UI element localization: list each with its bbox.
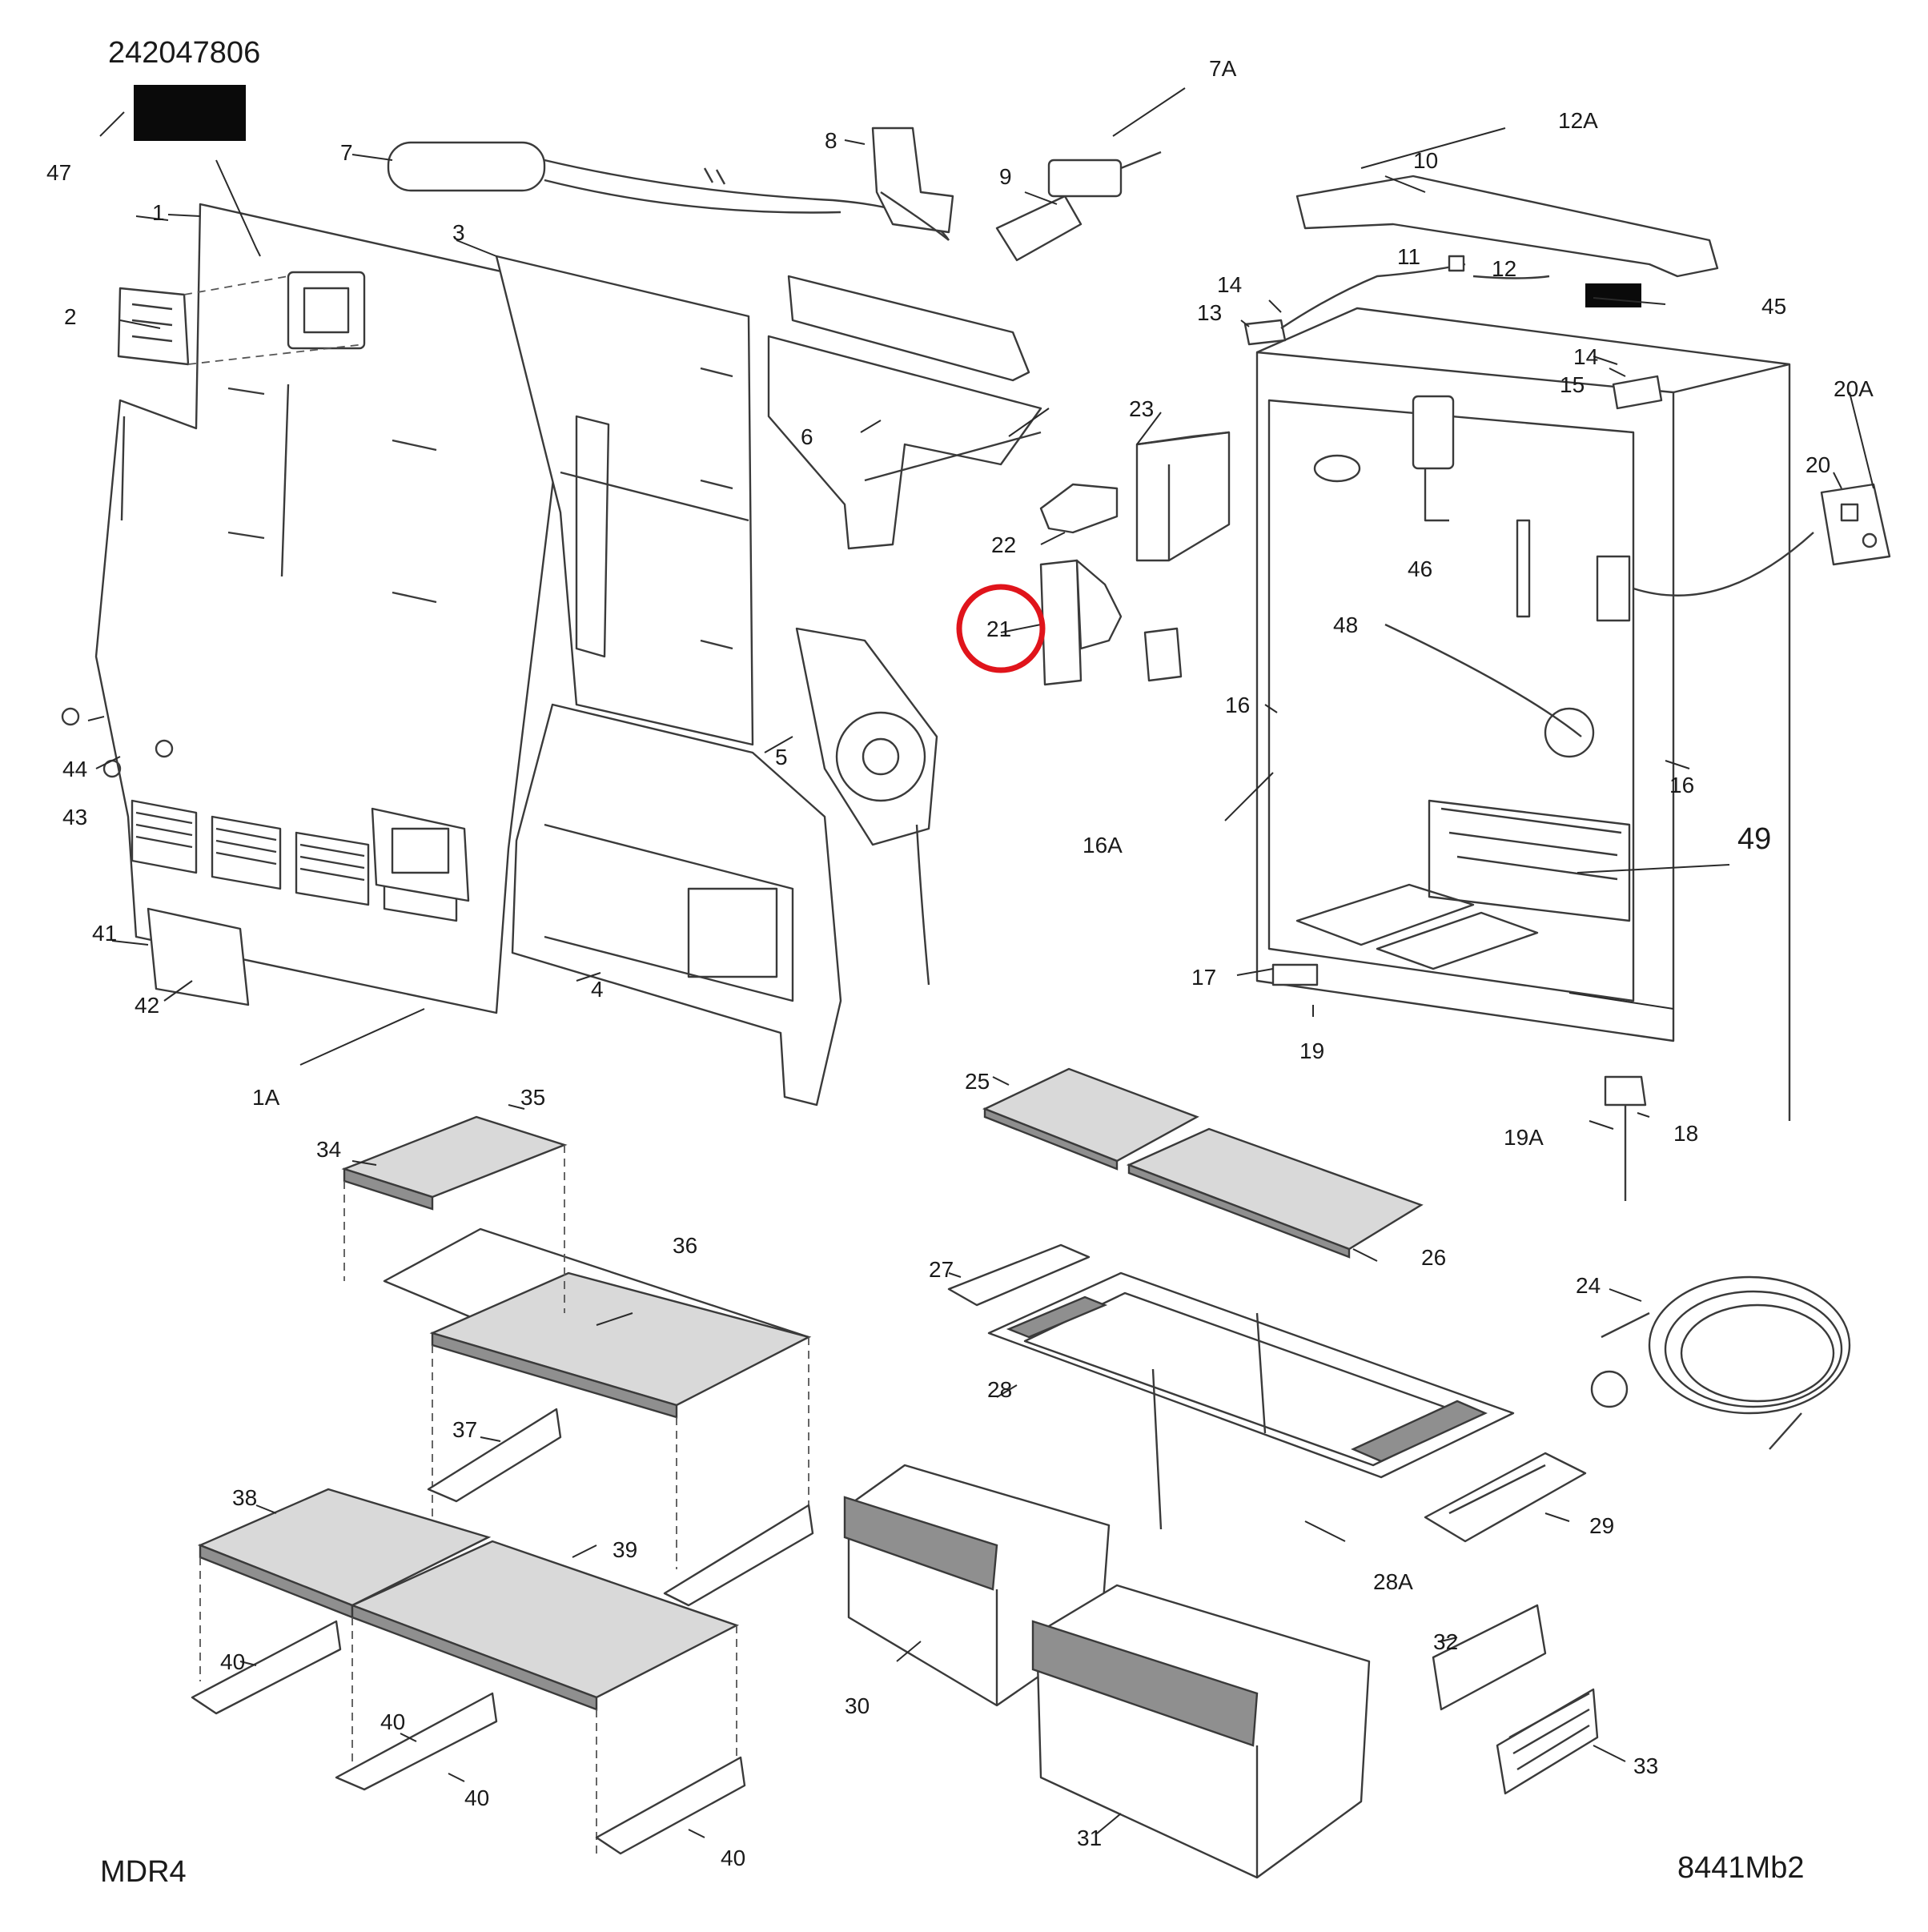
- part-7-tube: [387, 141, 950, 241]
- callout-14b: 14: [1573, 344, 1598, 369]
- parts-38-39-shelves: [197, 1488, 740, 1858]
- callout-20: 20: [1805, 452, 1830, 477]
- part-9-light: [995, 151, 1162, 262]
- part-5-fan: [795, 627, 938, 986]
- callout-18: 18: [1673, 1121, 1698, 1146]
- callout-20A: 20A: [1834, 376, 1874, 401]
- callout-7: 7: [340, 140, 353, 165]
- parts-32-33: [1432, 1604, 1599, 1795]
- callout-19A: 19A: [1504, 1125, 1544, 1150]
- callout-2: 2: [64, 304, 77, 329]
- callout-21: 21: [986, 617, 1011, 641]
- callout-22: 22: [991, 532, 1016, 557]
- diagram-code: 8441Mb2: [1677, 1851, 1804, 1885]
- callout-28: 28: [987, 1377, 1012, 1402]
- callout-19: 19: [1299, 1038, 1324, 1063]
- callout-7A: 7A: [1209, 56, 1237, 81]
- part-10-rail: [1295, 175, 1719, 278]
- callout-17: 17: [1191, 965, 1216, 990]
- callout-1A: 1A: [252, 1085, 280, 1110]
- part-3-panel: [495, 255, 754, 746]
- part-6-tray: [767, 275, 1042, 550]
- callout-10: 10: [1413, 148, 1438, 173]
- callout-12: 12: [1492, 256, 1516, 281]
- callout-47: 47: [46, 160, 71, 185]
- label-47-black-block: [134, 85, 246, 141]
- cabinet: [1255, 307, 1814, 1201]
- callout-49: 49: [1737, 822, 1771, 856]
- callout-25: 25: [965, 1069, 990, 1094]
- callout-45: 45: [1761, 294, 1786, 319]
- callout-30: 30: [845, 1693, 870, 1718]
- callout-29: 29: [1589, 1513, 1614, 1538]
- callout-43: 43: [62, 805, 87, 829]
- part-8-valve: [871, 127, 954, 241]
- part-24-water-line: [1590, 1275, 1851, 1450]
- callout-31: 31: [1077, 1826, 1102, 1850]
- leader-lines: [87, 87, 1874, 1838]
- callout-27: 27: [929, 1257, 954, 1282]
- callout-37: 37: [452, 1417, 477, 1442]
- callout-15: 15: [1560, 372, 1585, 397]
- callout-46: 46: [1408, 556, 1432, 581]
- callout-40d: 40: [721, 1846, 745, 1870]
- callout-23: 23: [1129, 396, 1154, 421]
- callout-16A: 16A: [1082, 833, 1123, 858]
- callout-40b: 40: [380, 1709, 405, 1734]
- highlight-circle: [956, 584, 1046, 673]
- callout-33: 33: [1633, 1753, 1658, 1778]
- part-21-chute: [1039, 559, 1183, 686]
- callout-28A: 28A: [1373, 1569, 1413, 1594]
- callout-36: 36: [673, 1233, 697, 1258]
- callout-9: 9: [999, 164, 1012, 189]
- callout-39: 39: [613, 1537, 637, 1562]
- parts-25-26-shelves: [982, 1067, 1424, 1259]
- callout-40a: 40: [220, 1649, 245, 1674]
- callout-3: 3: [452, 220, 465, 245]
- parts-41-44: [61, 707, 250, 1006]
- parts-11-15-hinges: [1243, 255, 1663, 410]
- callout-48: 48: [1333, 613, 1358, 637]
- callout-40c: 40: [464, 1785, 489, 1810]
- label-45-black-block: [1585, 283, 1641, 307]
- callout-13: 13: [1197, 300, 1222, 325]
- part-23-duct: [1135, 431, 1231, 562]
- callout-11: 11: [1397, 244, 1420, 269]
- callout-35: 35: [520, 1085, 545, 1110]
- model-code: MDR4: [100, 1855, 187, 1889]
- callout-6: 6: [801, 424, 813, 449]
- part-number-text: 242047806: [108, 36, 260, 70]
- parts-34-36-shelves: [341, 1115, 812, 1569]
- callout-5: 5: [775, 745, 788, 769]
- callout-34: 34: [316, 1137, 341, 1162]
- part-28-frame: [987, 1271, 1515, 1530]
- callout-41: 41: [92, 921, 117, 946]
- parts-27-29-trims: [947, 1243, 1587, 1543]
- callout-1: 1: [152, 200, 165, 225]
- back-panel-1: [94, 203, 578, 1014]
- callout-16a: 16: [1225, 693, 1250, 717]
- callout-42: 42: [135, 993, 159, 1018]
- callout-44: 44: [62, 757, 87, 781]
- part-20-control: [1820, 483, 1891, 566]
- part-31-drawer: [1031, 1584, 1371, 1879]
- callout-8: 8: [825, 128, 837, 153]
- part-22-motor: [1039, 483, 1119, 534]
- part-4-liner: [511, 703, 842, 1107]
- callout-16b: 16: [1669, 773, 1694, 797]
- part-37-bracket: [427, 1408, 814, 1607]
- callout-38: 38: [232, 1485, 257, 1510]
- callout-4: 4: [591, 977, 604, 1002]
- grille-vents: [131, 799, 458, 922]
- callout-labels: 47 1 2 7 3 8 7A 9 12A 10 11 12 45 14 13 …: [46, 56, 1874, 1870]
- callout-12A: 12A: [1558, 108, 1598, 133]
- callout-24: 24: [1576, 1273, 1601, 1298]
- callout-32: 32: [1433, 1629, 1458, 1654]
- callout-14a: 14: [1217, 272, 1242, 297]
- callout-26: 26: [1421, 1245, 1446, 1270]
